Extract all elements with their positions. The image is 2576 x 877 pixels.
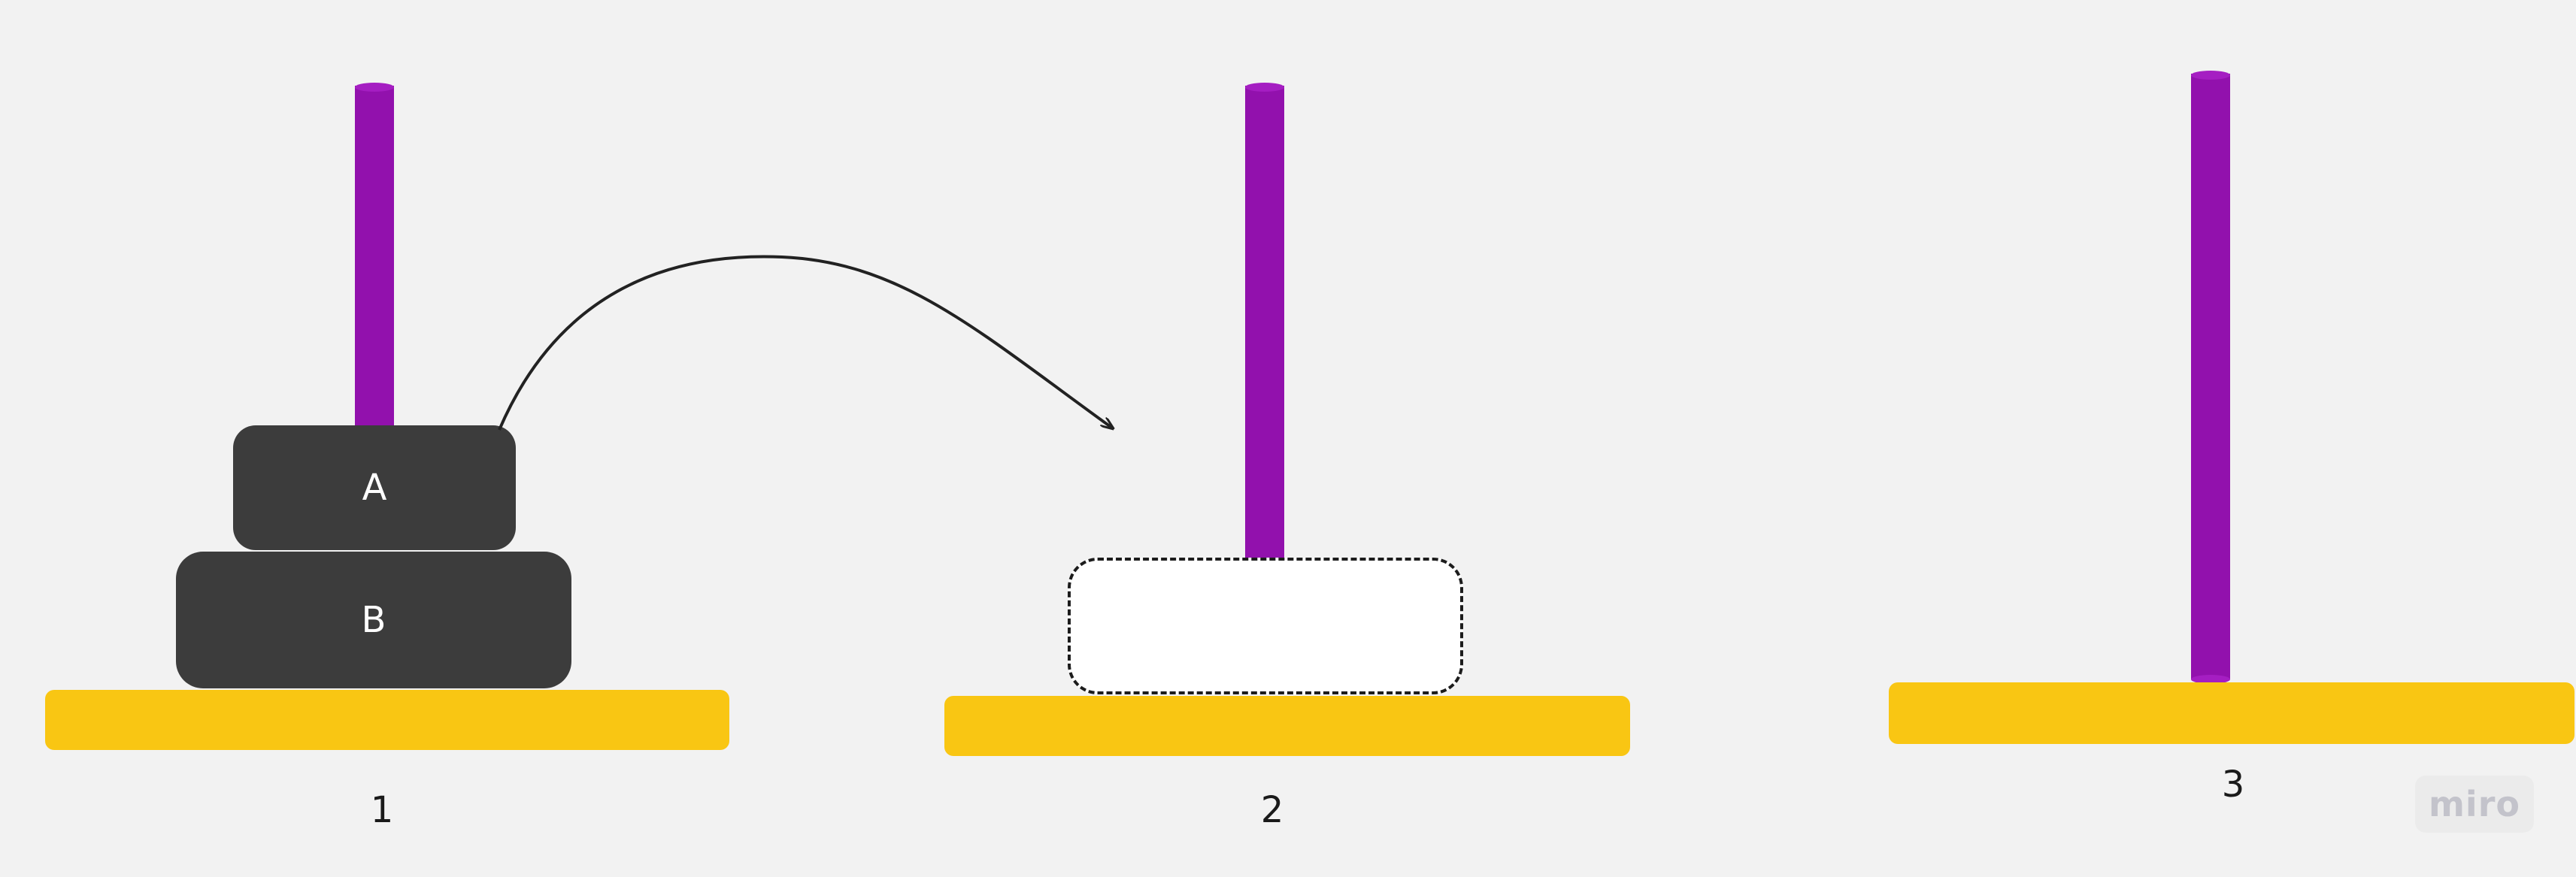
- rod-3-pole-cap: [2191, 71, 2230, 80]
- disk-a-label: A: [362, 467, 387, 509]
- rod-2-pole-cap: [1245, 83, 1284, 92]
- rod-3-pole: [2191, 74, 2230, 679]
- rod-2-label: 2: [1260, 789, 1284, 831]
- disk-b-label: B: [361, 599, 386, 641]
- target-slot[interactable]: [1068, 558, 1463, 694]
- disk-a[interactable]: A: [233, 425, 516, 550]
- disk-b[interactable]: B: [176, 552, 571, 688]
- rod-2-base: [944, 696, 1630, 756]
- rod-1-pole: [355, 86, 394, 427]
- rod-2-pole: [1245, 86, 1284, 559]
- miro-watermark: miro: [2415, 776, 2534, 833]
- rod-3-label: 3: [2221, 764, 2245, 806]
- rod-1-pole-cap: [355, 83, 394, 92]
- rod-1-label: 1: [370, 789, 394, 831]
- rod-1-base: [45, 690, 729, 750]
- rod-3-base: [1889, 682, 2574, 744]
- move-arrow-path: [498, 255, 1113, 430]
- rod-3-pole-foot: [2191, 675, 2230, 684]
